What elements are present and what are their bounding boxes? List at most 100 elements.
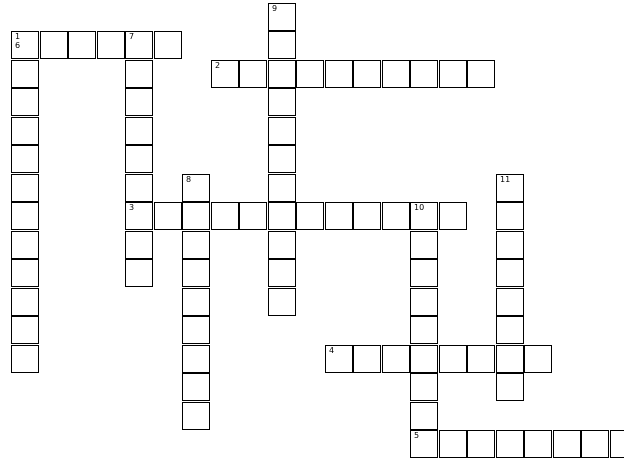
crossword-cell[interactable]	[610, 430, 624, 458]
crossword-cell[interactable]	[182, 316, 210, 344]
crossword-cell[interactable]	[296, 60, 324, 88]
crossword-cell[interactable]	[11, 345, 39, 373]
crossword-cell[interactable]	[182, 259, 210, 287]
clue-number: 5	[414, 431, 420, 440]
crossword-cell[interactable]	[40, 31, 68, 59]
clue-number: 4	[329, 346, 335, 355]
clue-number: 8	[186, 175, 192, 184]
crossword-cell[interactable]	[11, 174, 39, 202]
crossword-cell[interactable]: 9	[268, 3, 296, 31]
crossword-cell[interactable]	[268, 259, 296, 287]
crossword-cell[interactable]	[125, 117, 153, 145]
crossword-cell[interactable]	[154, 31, 182, 59]
crossword-cell[interactable]	[496, 430, 524, 458]
crossword-cell[interactable]	[11, 288, 39, 316]
crossword-cell[interactable]	[11, 316, 39, 344]
crossword-cell[interactable]	[496, 231, 524, 259]
crossword-cell[interactable]	[410, 259, 438, 287]
crossword-cell[interactable]	[296, 202, 324, 230]
crossword-cell[interactable]	[182, 373, 210, 401]
crossword-cell[interactable]	[125, 88, 153, 116]
crossword-cell[interactable]	[268, 231, 296, 259]
crossword-cell[interactable]	[268, 145, 296, 173]
crossword-cell[interactable]	[239, 60, 267, 88]
crossword-cell[interactable]	[268, 202, 296, 230]
crossword-cell[interactable]	[268, 60, 296, 88]
crossword-cell[interactable]	[125, 231, 153, 259]
crossword-cell[interactable]	[268, 174, 296, 202]
crossword-cell[interactable]	[11, 117, 39, 145]
crossword-cell[interactable]	[182, 231, 210, 259]
crossword-cell[interactable]	[182, 402, 210, 430]
crossword-cell[interactable]	[439, 345, 467, 373]
crossword-cell[interactable]: 11	[496, 174, 524, 202]
crossword-cell[interactable]: 10	[410, 202, 438, 230]
clue-number: 9	[272, 4, 278, 13]
crossword-cell[interactable]	[182, 345, 210, 373]
crossword-cell[interactable]	[410, 60, 438, 88]
crossword-cell[interactable]	[211, 202, 239, 230]
crossword-cell[interactable]	[496, 259, 524, 287]
crossword-cell[interactable]	[125, 145, 153, 173]
crossword-cell[interactable]: 7	[125, 31, 153, 59]
crossword-cell[interactable]: 2	[211, 60, 239, 88]
crossword-cell[interactable]	[467, 430, 495, 458]
crossword-cell[interactable]	[496, 345, 524, 373]
clue-number: 6	[15, 41, 21, 50]
crossword-cell[interactable]	[325, 202, 353, 230]
clue-number: 10	[414, 203, 425, 212]
crossword-cell[interactable]	[467, 345, 495, 373]
crossword-cell[interactable]	[439, 430, 467, 458]
crossword-cell[interactable]	[68, 31, 96, 59]
crossword-cell[interactable]	[268, 288, 296, 316]
crossword-cell[interactable]	[581, 430, 609, 458]
crossword-cell[interactable]	[496, 373, 524, 401]
crossword-cell[interactable]	[382, 60, 410, 88]
crossword-cell[interactable]	[11, 259, 39, 287]
crossword-cell[interactable]	[353, 202, 381, 230]
crossword-cell[interactable]	[97, 31, 125, 59]
crossword-cell[interactable]	[125, 259, 153, 287]
crossword-cell[interactable]	[268, 117, 296, 145]
crossword-cell[interactable]	[11, 88, 39, 116]
crossword-cell[interactable]	[11, 145, 39, 173]
crossword-cell[interactable]	[125, 60, 153, 88]
crossword-cell[interactable]	[353, 345, 381, 373]
crossword-cell[interactable]	[496, 202, 524, 230]
crossword-cell[interactable]: 4	[325, 345, 353, 373]
crossword-cell[interactable]	[439, 60, 467, 88]
crossword-cell[interactable]: 8	[182, 174, 210, 202]
crossword-cell[interactable]	[268, 31, 296, 59]
crossword-cell[interactable]	[239, 202, 267, 230]
crossword-cell[interactable]	[410, 316, 438, 344]
crossword-cell[interactable]	[496, 316, 524, 344]
crossword-cell[interactable]	[268, 88, 296, 116]
crossword-cell[interactable]	[11, 202, 39, 230]
crossword-cell[interactable]: 3	[125, 202, 153, 230]
crossword-cell[interactable]	[467, 60, 495, 88]
crossword-cell[interactable]	[524, 345, 552, 373]
crossword-cell[interactable]	[382, 345, 410, 373]
crossword-cell[interactable]	[125, 174, 153, 202]
crossword-cell[interactable]	[11, 231, 39, 259]
crossword-cell[interactable]	[410, 345, 438, 373]
crossword-cell[interactable]	[382, 202, 410, 230]
crossword-cell[interactable]	[439, 202, 467, 230]
crossword-cell[interactable]	[182, 288, 210, 316]
crossword-cell[interactable]: 5	[410, 430, 438, 458]
crossword-cell[interactable]	[182, 202, 210, 230]
crossword-cell[interactable]	[353, 60, 381, 88]
crossword-cell[interactable]	[524, 430, 552, 458]
crossword-cell[interactable]	[410, 231, 438, 259]
crossword-cell[interactable]	[154, 202, 182, 230]
crossword-cell[interactable]	[11, 60, 39, 88]
crossword-cell[interactable]	[410, 402, 438, 430]
crossword-cell[interactable]	[496, 288, 524, 316]
crossword-cell[interactable]	[410, 373, 438, 401]
crossword-cell[interactable]	[410, 288, 438, 316]
crossword-cell[interactable]	[553, 430, 581, 458]
clue-number: 7	[129, 32, 135, 41]
crossword-cell[interactable]	[325, 60, 353, 88]
